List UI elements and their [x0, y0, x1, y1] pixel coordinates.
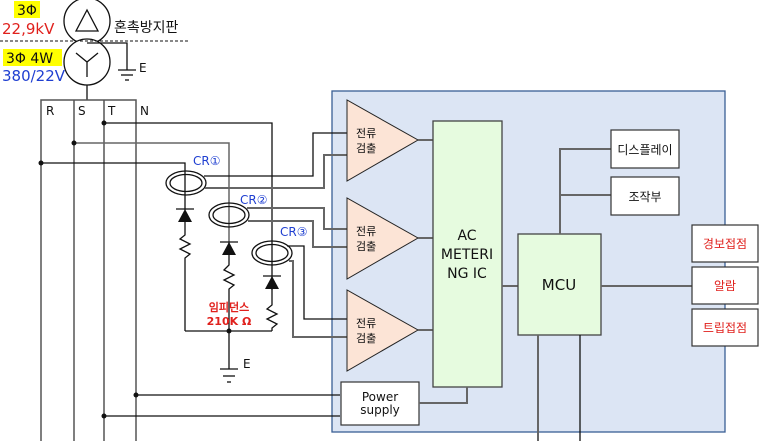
diode-icon — [265, 276, 279, 289]
branch-s — [220, 241, 238, 331]
r-phase-tap-wire — [41, 162, 186, 210]
amp1-label-line1: 전류 — [356, 127, 376, 140]
shield-ground-wire — [87, 42, 128, 70]
current-detector-3 — [346, 289, 420, 372]
control-panel-box — [610, 176, 680, 216]
bus-label-t: T — [107, 104, 116, 118]
impedance-label: 임피던스 — [209, 300, 249, 314]
output-label-alarm: 알람 — [714, 279, 736, 293]
output-box-alarm-contact — [691, 224, 759, 263]
ct-outer-ring — [165, 170, 207, 196]
ct3-signal-wire-b — [289, 260, 348, 338]
transformer — [0, 0, 188, 100]
amp3-label-line1: 전류 — [356, 317, 376, 330]
shield-plate-label: 혼촉방지판 — [114, 20, 179, 36]
control-panel-label: 조작부 — [628, 190, 661, 204]
ct2-signal-wire-b — [248, 220, 348, 248]
ct-inner-ring — [212, 205, 246, 225]
primary-winding-circle — [63, 0, 111, 45]
ct1-signal-wire-b — [205, 154, 348, 189]
display-label: 디스플레이 — [617, 143, 672, 157]
resistor-icon — [178, 222, 192, 331]
ct-outer-ring — [251, 240, 293, 266]
secondary-phase-highlight — [3, 49, 62, 66]
ct3-signal-wire-a — [287, 245, 348, 320]
mcu-display-wire — [559, 148, 611, 234]
delta-symbol-icon — [74, 8, 100, 32]
output-label-trip-contact: 트립접점 — [703, 321, 747, 335]
branch-t — [263, 275, 281, 331]
bus-frame — [40, 99, 137, 441]
ct1-signal-wire-a — [204, 132, 348, 177]
display-box — [610, 129, 680, 169]
primary-voltage-label: 22,9kV — [2, 20, 55, 38]
power-supply-label-line1: Power — [362, 390, 398, 404]
metering-ic-label-line3: NG IC — [447, 266, 487, 282]
s-phase-tap-wire — [74, 142, 230, 245]
amp2-label-line2: 검출 — [356, 240, 376, 253]
output-box-trip-contact — [691, 308, 759, 347]
t-phase-tap-wire — [104, 122, 273, 290]
n-junction-dot — [133, 392, 139, 398]
ct-inner-ring — [255, 243, 289, 263]
resistor-icon — [265, 289, 279, 331]
output-box-alarm — [691, 266, 759, 305]
bus-label-n: N — [140, 104, 149, 118]
impedance-value: 210K Ω — [207, 315, 252, 328]
amp3-label-line2: 검출 — [356, 332, 376, 345]
diode-icon — [178, 209, 192, 222]
t-junction-dot — [101, 120, 107, 126]
t-power-junction-dot — [101, 413, 107, 419]
secondary-voltage-label: 380/22V — [2, 67, 66, 85]
ct-label-3: CR③ — [280, 225, 307, 239]
ac-metering-ic — [432, 120, 503, 388]
ground-label: E — [243, 357, 251, 371]
ct-outer-ring — [208, 202, 250, 228]
power-to-ic-wire — [419, 387, 468, 404]
ct2-signal-wire-a — [247, 207, 348, 230]
current-detector-1 — [346, 99, 420, 182]
primary-phase-highlight — [14, 1, 40, 18]
wye-symbol-icon — [75, 52, 99, 77]
ct-label-2: CR② — [240, 193, 267, 207]
ct-inner-ring — [169, 173, 203, 193]
metering-ic-label-line1: AC — [457, 228, 476, 244]
bus-label-r: R — [46, 104, 54, 118]
r-junction-dot — [38, 160, 44, 166]
ct-2 — [208, 202, 250, 228]
amp2-label-line1: 전류 — [356, 225, 376, 238]
power-supply-box — [340, 381, 420, 426]
bus-lines: R S T N — [40, 99, 149, 441]
branch-r — [176, 208, 194, 331]
resistor-icon — [222, 255, 236, 331]
transformer-ground-label: E — [139, 61, 147, 75]
diode-icon — [222, 242, 236, 255]
secondary-phase-label: 3Φ 4W — [6, 51, 53, 67]
s-junction-dot — [71, 140, 77, 146]
ct-3 — [251, 240, 293, 266]
mcu-label: MCU — [542, 276, 576, 294]
output-label-alarm-contact: 경보접점 — [703, 237, 747, 251]
current-detector-2 — [346, 197, 420, 280]
bus-label-s: S — [78, 104, 86, 118]
power-supply-label-line2: supply — [360, 403, 400, 417]
mcu-block — [517, 233, 602, 336]
ct-1 — [165, 170, 207, 196]
ct-label-1: CR① — [193, 154, 220, 168]
primary-phase-label: 3Φ — [17, 3, 37, 19]
amp1-label-line2: 검출 — [356, 142, 376, 155]
metering-ic-label-line2: METERI — [441, 247, 493, 263]
